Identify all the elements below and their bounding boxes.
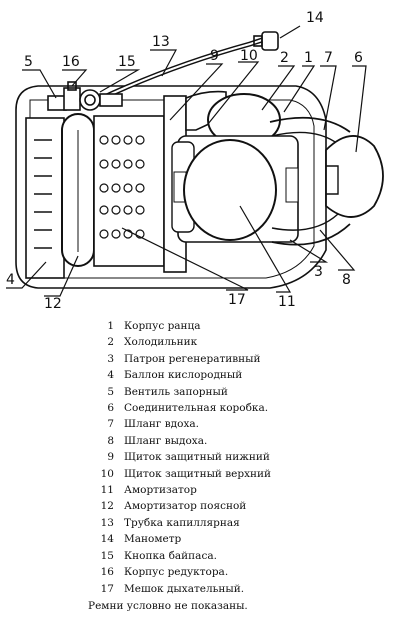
legend-text: Манометр: [124, 533, 182, 546]
callout-15: 15: [118, 54, 136, 70]
breathing-bag: [93, 115, 165, 267]
legend-text: Щиток защитный нижний: [124, 451, 270, 464]
connecting-box: [325, 135, 384, 218]
legend-item: 5 Вентиль запорный: [92, 384, 412, 400]
legend-item: 6 Соединительная коробка.: [92, 400, 412, 416]
legend-item: 17 Мешок дыхательный.: [92, 581, 412, 597]
legend-text: Амортизатор: [124, 484, 197, 497]
bypass-button-core: [84, 94, 96, 106]
legend-item: 15 Кнопка байпаса.: [92, 548, 412, 564]
legend-item: 9 Щиток защитный нижний: [92, 449, 412, 465]
legend-text: Соединительная коробка.: [124, 402, 269, 415]
inhale-hose-inner: [271, 131, 339, 145]
legend-num: 13: [100, 516, 114, 529]
legend: 1 Корпус ранца 2 Холодильник 3 Патрон реген…: [92, 318, 412, 597]
legend-item: 10 Щиток защитный верхний: [92, 466, 412, 482]
legend-num: 16: [100, 566, 114, 579]
legend-item: 12 Амортизатор поясной: [92, 498, 412, 514]
callout-9: 9: [210, 48, 219, 64]
connecting-box-fitting: [326, 165, 339, 195]
callout-8: 8: [342, 272, 351, 288]
legend-item: 8 Шланг выдоха.: [92, 433, 412, 449]
cylinder-panel: [25, 117, 65, 279]
legend-item: 2 Холодильник: [92, 334, 412, 350]
manometer-neck: [253, 35, 263, 47]
housing-inner-outline: [29, 99, 315, 279]
apparatus-diagram: 14 13 5 16 15 9 10 2 1 7 6 4 12 17 11 3 …: [6, 10, 384, 312]
legend-text: Корпус редуктора.: [124, 566, 229, 579]
legend-num: 17: [100, 582, 114, 595]
callout-labels: 14 13 5 16 15 9 10 2 1 7 6 4 12 17 11 3 …: [6, 10, 363, 312]
legend-text: Трубка капиллярная: [124, 516, 240, 529]
legend-text: Корпус ранца: [124, 320, 201, 332]
legend-text: Мешок дыхательный.: [124, 582, 245, 595]
callout-7: 7: [324, 50, 333, 66]
callout-1: 1: [304, 50, 313, 66]
legend-item: 16 Корпус редуктора.: [92, 564, 412, 580]
reducer-body: [63, 87, 81, 111]
legend-num: 8: [107, 434, 114, 447]
legend-item: 13 Трубка капиллярная: [92, 515, 412, 531]
capillary-tube-inner: [97, 39, 263, 101]
legend-num: 5: [107, 385, 114, 398]
legend-item: 1 Корпус ранца: [92, 318, 412, 334]
legend-num: 12: [100, 500, 114, 513]
callout-10: 10: [240, 48, 258, 64]
legend-text: Патрон регенеративный: [124, 352, 261, 365]
manometer-body: [261, 31, 279, 51]
legend-item: 14 Манометр: [92, 531, 412, 547]
legend-num: 4: [107, 369, 114, 382]
legend-num: 11: [100, 484, 114, 497]
legend-text: Вентиль запорный: [124, 385, 228, 398]
legend-item: 4 Баллон кислородный: [92, 367, 412, 383]
inhale-hose: [269, 116, 351, 133]
cylinder-slots: [34, 139, 52, 249]
shock-absorber: [183, 139, 277, 241]
footnote: Ремни условно не показаны.: [88, 600, 248, 612]
legend-num: 14: [100, 533, 114, 546]
legend-text: Шланг вдоха.: [124, 418, 199, 431]
legend-num: 6: [107, 402, 114, 415]
legend-text: Кнопка байпаса.: [124, 549, 217, 562]
legend-item: 7 Шланг вдоха.: [92, 416, 412, 432]
legend-num: 15: [100, 549, 114, 562]
callout-16: 16: [62, 54, 80, 70]
legend-num: 2: [107, 336, 114, 349]
cartridge-clip-right: [285, 167, 299, 203]
legend-text: Амортизатор поясной: [124, 500, 247, 513]
exhale-hose-inner: [271, 213, 339, 231]
callout-11: 11: [278, 294, 296, 310]
callout-2: 2: [280, 50, 289, 66]
legend-text: Холодильник: [124, 336, 198, 349]
legend-num: 7: [107, 418, 114, 431]
legend-num: 1: [107, 320, 114, 332]
callout-12: 12: [44, 296, 62, 312]
legend-text: Баллон кислородный: [124, 369, 243, 382]
legend-num: 3: [107, 352, 114, 365]
callout-13: 13: [152, 34, 170, 50]
callout-6: 6: [354, 50, 363, 66]
bypass-button: [79, 89, 101, 111]
legend-item: 11 Амортизатор: [92, 482, 412, 498]
leader-lines: [6, 25, 367, 297]
callout-3: 3: [314, 264, 323, 280]
legend-num: 9: [107, 451, 114, 464]
housing-outline: [15, 85, 327, 289]
legend-text: Щиток защитный верхний: [124, 467, 272, 480]
legend-text: Шланг выдоха.: [124, 434, 208, 447]
exhale-hose: [271, 223, 351, 246]
callout-4: 4: [6, 272, 15, 288]
callout-14: 14: [306, 10, 324, 26]
callout-5: 5: [24, 54, 33, 70]
legend-num: 10: [100, 467, 114, 480]
legend-item: 3 Патрон регенеративный: [92, 351, 412, 367]
reducer-cap: [67, 81, 77, 91]
bypass-fitting: [99, 93, 123, 107]
bag-holes: [99, 135, 145, 239]
callout-17: 17: [228, 292, 246, 308]
